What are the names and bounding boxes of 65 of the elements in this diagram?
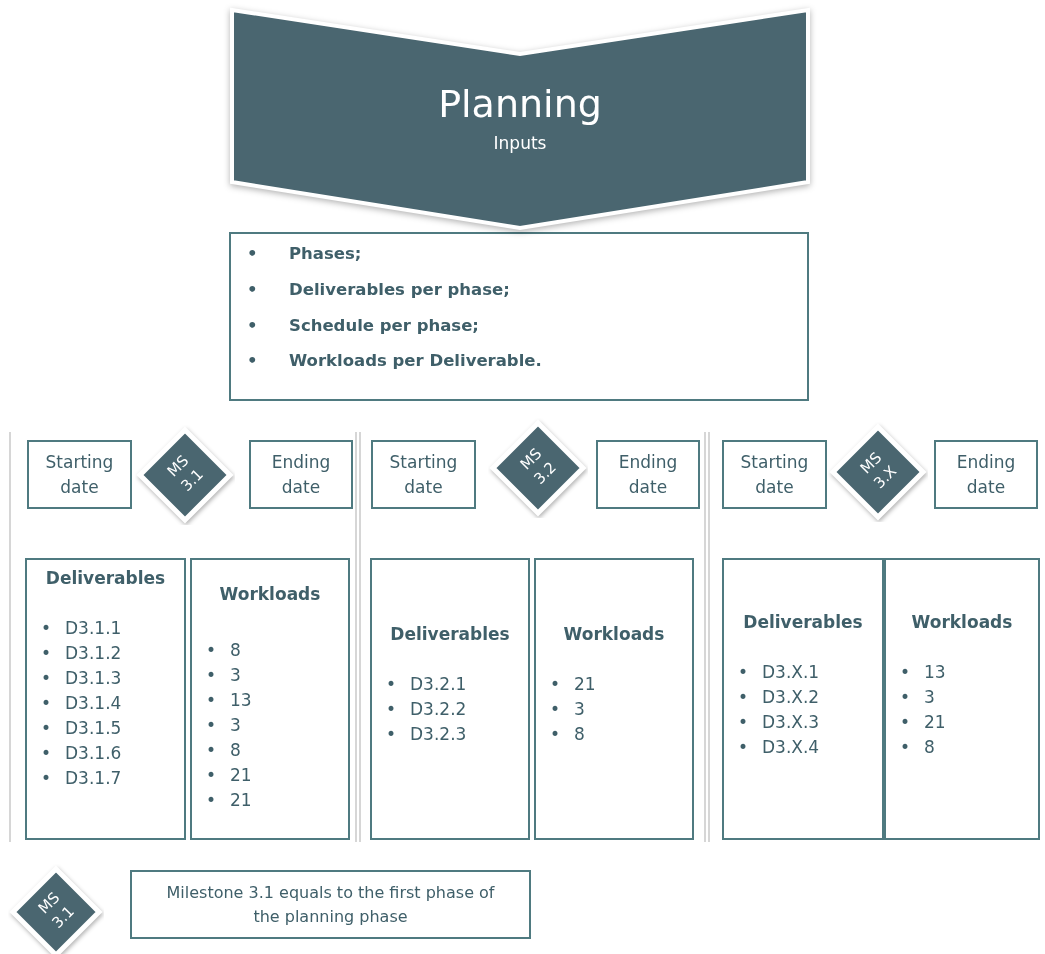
list-box (370, 558, 530, 840)
column-heading: Workloads (562, 624, 666, 644)
input-item: • Schedule per phase; (247, 315, 480, 336)
workload-item: • 21 (900, 711, 947, 734)
workload-item: • 3 (550, 698, 586, 721)
date-box (249, 440, 353, 509)
workload-item: • 8 (900, 736, 936, 759)
deliverable-item: • D3.X.1 (738, 661, 821, 684)
milestone-label: MS 3.2 (515, 443, 561, 490)
date-box (596, 440, 700, 509)
workload-item: • 21 (206, 764, 253, 787)
deliverable-item: • D3.1.3 (41, 667, 123, 690)
workload-item: • 21 (206, 789, 253, 812)
note-box (130, 870, 531, 939)
workload-item: • 8 (550, 723, 586, 746)
date-label: Ending date (617, 450, 679, 499)
input-item: • Phases; (247, 244, 363, 264)
workload-item: • 13 (206, 689, 253, 712)
note-text: Milestone 3.1 equals to the first phase of the planning phase (165, 881, 496, 928)
deliverable-item: • D3.2.1 (386, 673, 468, 696)
deliverable-item: • D3.2.2 (386, 698, 468, 721)
list-box (25, 558, 186, 840)
milestone-label: MS 3.1 (33, 887, 79, 934)
column-heading: Workloads (910, 612, 1014, 632)
deliverable-item: • D3.X.4 (738, 736, 821, 759)
date-label: Starting date (44, 450, 115, 499)
deliverable-item: • D3.1.4 (41, 692, 123, 715)
workload-item: • 3 (900, 686, 936, 709)
deliverable-item: • D3.X.3 (738, 711, 821, 734)
date-label: Starting date (388, 450, 459, 499)
workload-item: • 3 (206, 664, 242, 687)
deliverable-item: • D3.2.3 (386, 723, 468, 746)
deliverable-item: • D3.1.1 (41, 617, 123, 640)
column-heading: Deliverables (389, 624, 511, 644)
date-label: Ending date (955, 450, 1017, 499)
deliverable-item: • D3.1.6 (41, 742, 123, 765)
date-box (934, 440, 1038, 509)
workload-item: • 13 (900, 661, 947, 684)
date-label: Ending date (270, 450, 332, 499)
input-item: • Workloads per Deliverable. (247, 351, 542, 372)
deliverable-item: • D3.X.2 (738, 686, 821, 709)
deliverable-item: • D3.1.5 (41, 717, 123, 740)
workload-item: • 21 (550, 673, 597, 696)
list-box (884, 558, 1040, 840)
workload-item: • 8 (206, 739, 242, 762)
input-item: • Deliverables per phase; (247, 279, 511, 300)
workload-item: • 8 (206, 639, 242, 662)
workload-item: • 3 (206, 714, 242, 737)
chevron-title: Planning (437, 82, 603, 126)
milestone-label: MS 3.X (855, 447, 902, 495)
list-box (722, 558, 884, 840)
date-box (27, 440, 132, 509)
list-box (190, 558, 350, 840)
column-heading: Workloads (218, 584, 322, 604)
deliverable-item: • D3.1.2 (41, 642, 123, 665)
chevron-subtitle: Inputs (492, 132, 548, 154)
column-heading: Deliverables (44, 568, 167, 588)
date-label: Starting date (739, 450, 810, 499)
column-heading: Deliverables (742, 612, 864, 632)
inputs-box (229, 232, 809, 401)
milestone-label: MS 3.1 (162, 450, 208, 497)
date-box (722, 440, 827, 509)
deliverable-item: • D3.1.7 (41, 767, 123, 790)
date-box (371, 440, 476, 509)
list-box (534, 558, 694, 840)
